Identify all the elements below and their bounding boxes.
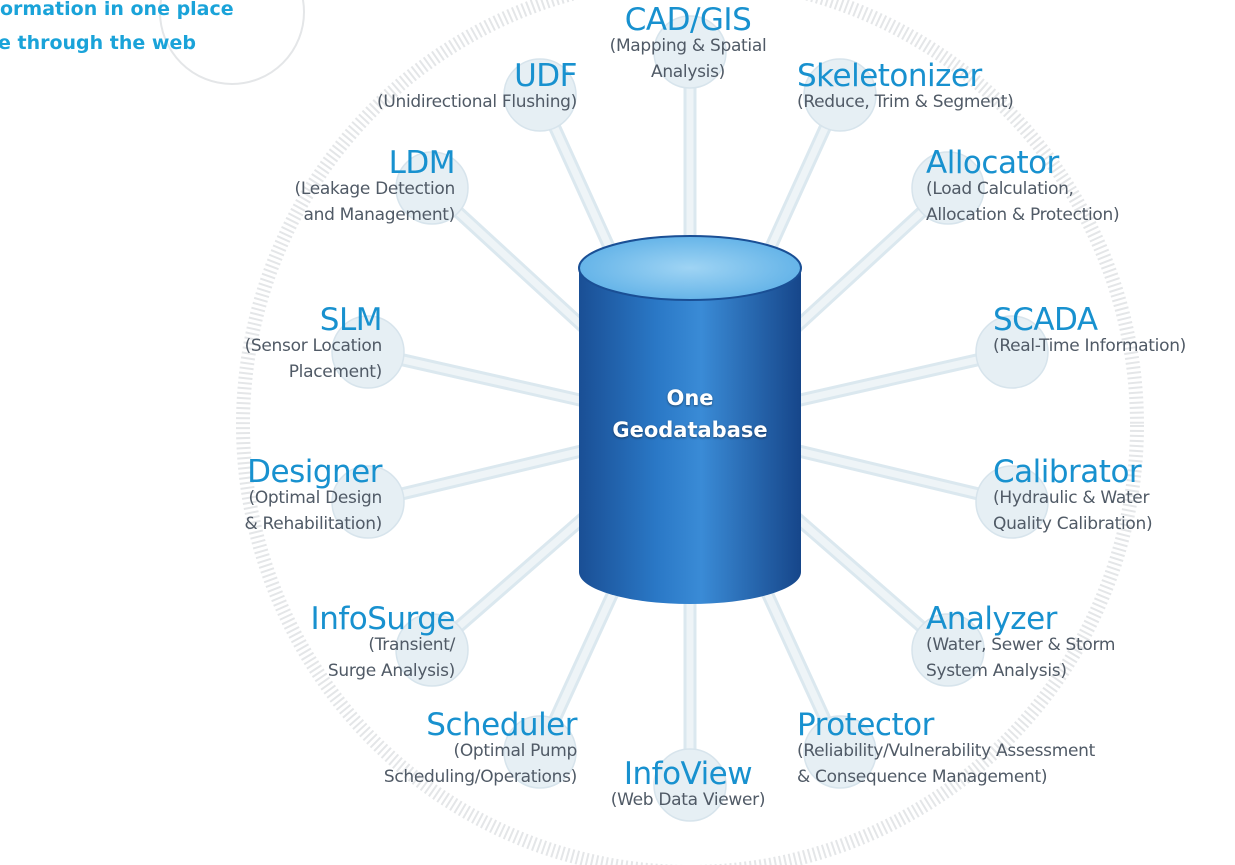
node-title: Protector [797, 707, 934, 743]
bubbles [331, 15, 1049, 822]
node-desc-line: (Web Data Viewer) [610, 790, 766, 810]
node-title: SCADA [993, 302, 1098, 338]
node-desc-line: (Hydraulic & Water [993, 488, 1150, 508]
node-desc-line: Surge Analysis) [327, 661, 455, 681]
tagline: ormation in one place e through the web [0, 0, 234, 60]
bubble-infoview [653, 748, 727, 822]
bubble-calibrator [975, 465, 1049, 539]
node-desc-line: Allocation & Protection) [926, 205, 1120, 225]
bubble-designer [331, 465, 405, 539]
node-title: LDM [388, 145, 456, 181]
node-desc-line: and Management) [303, 205, 455, 225]
node-title: Designer [247, 454, 382, 490]
node-udf[interactable]: UDF (Unidirectional Flushing) [377, 59, 577, 115]
bubble-scheduler [503, 715, 577, 789]
node-desc-line: System Analysis) [926, 661, 1067, 681]
node-desc-line: (Reduce, Trim & Segment) [797, 92, 1014, 112]
bubble-slm [331, 315, 405, 389]
bubble-ldm [395, 151, 469, 225]
node-infoview[interactable]: InfoView (Web Data Viewer) [588, 757, 788, 813]
tagline-line-1: ormation in one place [0, 0, 234, 20]
bubble-protector [803, 715, 877, 789]
node-desc-line: Quality Calibration) [993, 514, 1153, 534]
node-scada[interactable]: SCADA (Real-Time Information) [993, 303, 1186, 359]
corner-ring [159, 0, 305, 85]
node-title: Scheduler [426, 707, 577, 743]
node-designer[interactable]: Designer (Optimal Design & Rehabilitatio… [245, 455, 383, 537]
node-desc-line: (Water, Sewer & Storm [926, 635, 1116, 655]
bubble-allocator [911, 151, 985, 225]
bubble-analyzer [911, 613, 985, 687]
node-allocator[interactable]: Allocator (Load Calculation, Allocation … [926, 145, 1120, 228]
node-title: Calibrator [993, 454, 1142, 490]
bubble-infosurge [395, 613, 469, 687]
bubble-scada [975, 315, 1049, 389]
node-desc-line: (Sensor Location [244, 336, 383, 356]
node-desc-line: Placement) [288, 362, 383, 382]
node-title: Analyzer [926, 601, 1057, 637]
node-desc-line: (Optimal Pump [453, 741, 578, 761]
node-infosurge[interactable]: InfoSurge (Transient/ Surge Analysis) [310, 601, 456, 684]
node-skeletonizer[interactable]: Skeletonizer (Reduce, Trim & Segment) [797, 58, 1014, 115]
node-desc-line: (Reliability/Vulnerability Assessment [797, 741, 1095, 761]
node-slm[interactable]: SLM (Sensor Location Placement) [244, 302, 383, 385]
node-title: UDF [514, 58, 577, 94]
outer-ring [236, 0, 1144, 865]
node-desc-line: (Transient/ [368, 635, 455, 655]
tagline-line-2: e through the web [0, 32, 196, 54]
node-desc-line: (Mapping & Spatial [609, 36, 767, 56]
node-calibrator[interactable]: Calibrator (Hydraulic & Water Quality Ca… [993, 454, 1153, 537]
geodatabase-label-line-2: Geodatabase [612, 418, 768, 442]
node-title: Allocator [926, 145, 1059, 181]
node-desc-line: (Real-Time Information) [993, 336, 1186, 356]
node-desc-line: & Rehabilitation) [244, 514, 383, 534]
node-desc-line: Scheduling/Operations) [383, 767, 577, 787]
node-title: SLM [319, 302, 383, 338]
bubble-udf [503, 58, 577, 132]
node-title: CAD/GIS [624, 2, 752, 38]
node-desc-line: (Optimal Design [248, 488, 383, 508]
bubble-cad-gis [653, 15, 727, 89]
node-title: InfoSurge [310, 601, 456, 637]
node-cad-gis[interactable]: CAD/GIS (Mapping & Spatial Analysis) [588, 3, 788, 85]
node-desc-line: & Consequence Management) [797, 767, 1048, 787]
node-scheduler[interactable]: Scheduler (Optimal Pump Scheduling/Opera… [383, 707, 578, 790]
node-title: InfoView [623, 756, 753, 792]
node-desc-line: (Unidirectional Flushing) [377, 92, 577, 112]
node-desc-line: (Load Calculation, [926, 179, 1074, 199]
node-protector[interactable]: Protector (Reliability/Vulnerability Ass… [797, 708, 1095, 790]
node-title: Skeletonizer [797, 58, 982, 94]
bubble-skeletonizer [803, 58, 877, 132]
node-desc-line: Analysis) [651, 62, 725, 82]
node-ldm[interactable]: LDM (Leakage Detection and Management) [294, 145, 456, 228]
database-cylinder-icon [578, 235, 802, 604]
geodatabase-label: One Geodatabase [579, 382, 801, 446]
node-desc-line: (Leakage Detection [294, 179, 456, 199]
geodatabase-label-line-1: One [666, 386, 714, 410]
node-analyzer[interactable]: Analyzer (Water, Sewer & Storm System An… [926, 602, 1115, 684]
